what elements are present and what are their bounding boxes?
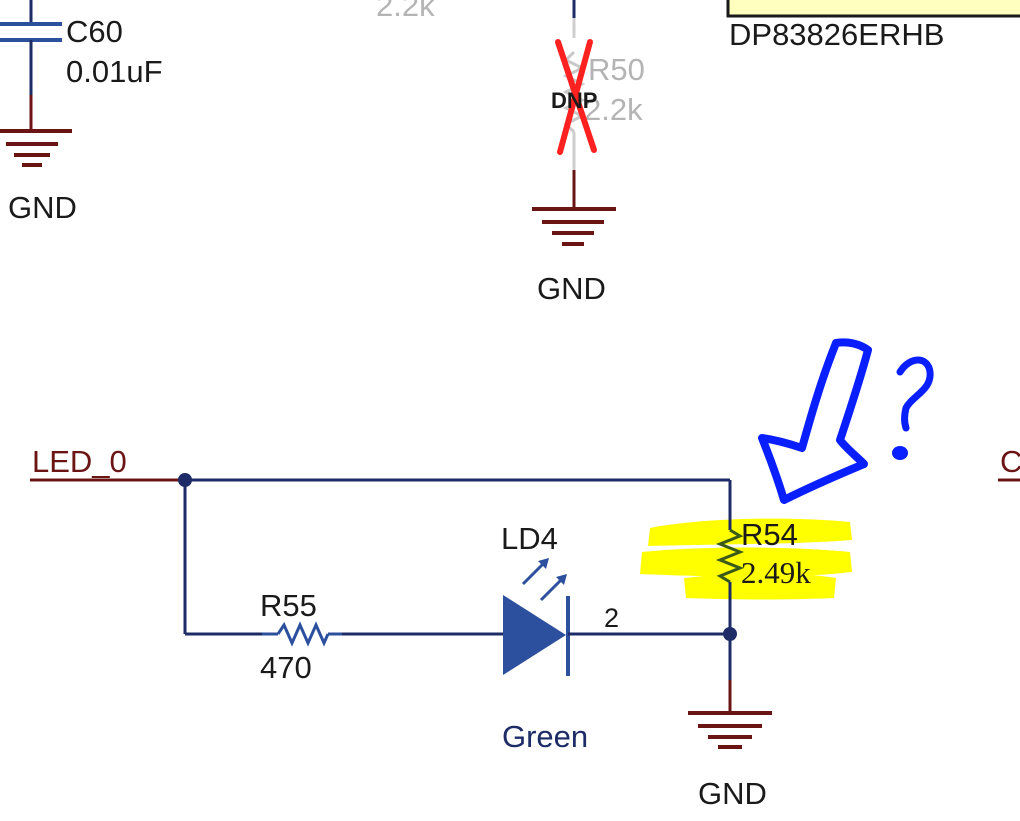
edge-net-label: C (1000, 444, 1020, 479)
r55-ref-label: R55 (260, 588, 317, 623)
c60-value-label: 0.01uF (66, 54, 163, 89)
r50-gnd-label: GND (537, 271, 606, 306)
r50-dnp-label: DNP (551, 88, 597, 113)
ic-body (726, 0, 1020, 18)
r55-value-label: 470 (260, 650, 312, 685)
c60-capacitor (0, 0, 62, 130)
ld4-pin-label: 2 (604, 603, 619, 633)
ld4-ref-label: LD4 (501, 521, 558, 556)
ld4-led (503, 558, 570, 676)
c60-gnd-label: GND (8, 190, 77, 225)
light-emission-icon (521, 558, 567, 602)
top-resistor-value-label: 2.2k (376, 0, 435, 23)
ic-box (726, 0, 1020, 18)
down-left-arrow-icon (758, 338, 872, 504)
bottom-ground-icon (688, 711, 772, 749)
r54-zigzag (715, 528, 745, 584)
ld4-color-label: Green (502, 719, 588, 754)
r50-resistor (562, 0, 586, 208)
r54-ref-label: R54 (741, 517, 798, 552)
question-mark-icon (892, 356, 934, 460)
r50-ground-icon (532, 207, 616, 246)
r55-zigzag (276, 621, 330, 647)
r54-value-label: 2.49k (741, 555, 811, 590)
r50-ref-label: R50 (588, 52, 645, 87)
r50-zigzag (562, 50, 586, 134)
dnp-cross-icon (555, 39, 597, 155)
c60-ref-label: C60 (66, 14, 123, 49)
r54-highlight (640, 518, 852, 600)
ic-part-label: DP83826ERHB (729, 17, 944, 52)
led0-net-label: LED_0 (32, 444, 127, 479)
bottom-gnd-label: GND (698, 776, 767, 811)
r55-resistor (262, 621, 342, 647)
led-diode-icon (503, 595, 566, 675)
c60-ground-icon (0, 129, 72, 167)
r50-value-label: 2.2k (584, 92, 643, 127)
